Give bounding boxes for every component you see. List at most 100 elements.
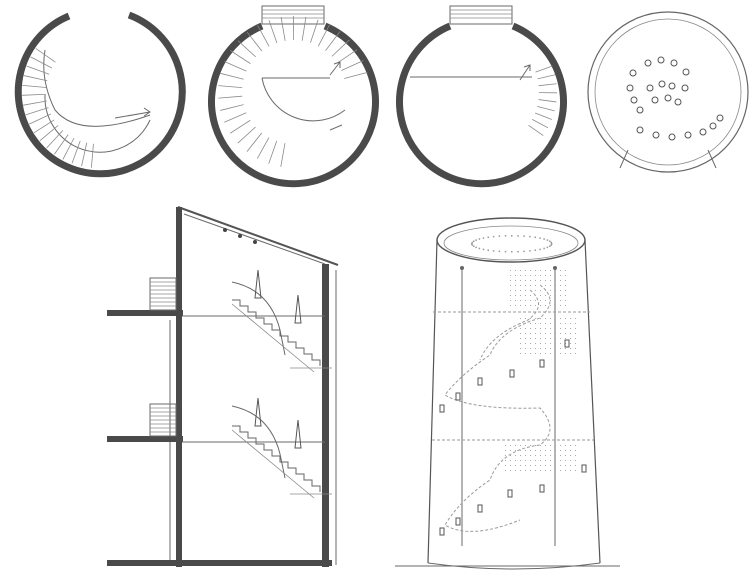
skylight — [681, 84, 689, 92]
stipple — [535, 338, 536, 339]
stipple — [545, 333, 546, 334]
stipple — [515, 460, 516, 461]
stipple — [560, 460, 561, 461]
stair-tread — [71, 140, 81, 164]
stipple — [565, 290, 566, 291]
skylight — [636, 106, 644, 114]
lamp-marker — [564, 339, 570, 348]
stipple — [549, 240, 551, 243]
stipple — [560, 300, 561, 301]
stipple — [546, 246, 549, 249]
stipple — [545, 348, 546, 349]
lamp-marker — [439, 527, 445, 536]
stipple — [520, 275, 521, 276]
stipple — [505, 465, 506, 466]
stipple — [560, 338, 561, 339]
stipple — [570, 333, 571, 334]
lamp-marker — [507, 489, 513, 498]
stipple — [511, 235, 513, 237]
stipple — [517, 235, 519, 237]
stipple — [492, 235, 495, 238]
stipple — [525, 328, 526, 329]
stipple — [530, 348, 531, 349]
stipple — [515, 290, 516, 291]
stair-treads — [528, 65, 557, 136]
ceiling-light — [238, 234, 242, 238]
stipple — [550, 333, 551, 334]
stipple — [515, 295, 516, 296]
stipple — [475, 246, 477, 249]
stipple — [523, 250, 525, 253]
stipple — [545, 290, 546, 291]
stipple — [570, 338, 571, 339]
stipple — [555, 270, 556, 271]
stipple — [555, 348, 556, 349]
stair-tread — [25, 107, 49, 116]
stipple — [530, 338, 531, 339]
stair-tread — [22, 93, 47, 96]
stipple — [525, 470, 526, 471]
stipple — [565, 270, 566, 271]
stipple — [560, 465, 561, 466]
stair-tread — [246, 132, 263, 152]
stair-tread — [62, 137, 75, 160]
stipple — [555, 338, 556, 339]
stipple — [520, 285, 521, 286]
stair-tread — [237, 40, 256, 58]
stipple — [555, 465, 556, 466]
stipple — [555, 300, 556, 301]
skylight — [670, 59, 678, 67]
stipple — [505, 470, 506, 471]
stair-treads — [22, 48, 94, 168]
stipple — [472, 240, 475, 243]
stair-tread — [33, 119, 55, 134]
stipple — [520, 465, 521, 466]
stair-tread — [28, 113, 52, 125]
stipple — [525, 343, 526, 344]
stipple — [565, 323, 566, 324]
stipple — [565, 455, 566, 456]
stipple — [575, 465, 576, 466]
stair-tread — [537, 74, 556, 80]
stipple — [550, 328, 551, 329]
stipple — [540, 295, 541, 296]
stipple — [525, 280, 526, 281]
stipple — [570, 348, 571, 349]
stipple — [540, 305, 541, 306]
stipple — [535, 295, 536, 296]
stipple — [545, 275, 546, 276]
stipple — [555, 470, 556, 471]
stair-tread — [257, 25, 270, 47]
stair-tread — [218, 95, 243, 99]
stipple — [525, 465, 526, 466]
direction-arrow — [519, 64, 531, 81]
lamp-marker — [539, 359, 545, 368]
stipple — [575, 318, 576, 319]
stipple — [555, 328, 556, 329]
stipple — [550, 348, 551, 349]
stair-tread — [534, 112, 552, 120]
stipple — [575, 348, 576, 349]
stipple — [545, 470, 546, 471]
stipple — [515, 275, 516, 276]
stipple — [525, 460, 526, 461]
stipple — [545, 450, 546, 451]
balcony-stair — [449, 5, 513, 25]
stipple — [535, 348, 536, 349]
stipple — [565, 328, 566, 329]
skylight — [668, 82, 676, 90]
stipple — [520, 328, 521, 329]
skylight — [684, 131, 692, 139]
stipple — [555, 290, 556, 291]
stipple — [510, 305, 511, 306]
tower-top-inner — [443, 225, 579, 261]
stipple — [525, 348, 526, 349]
tower-top-rim — [436, 217, 586, 263]
stipple — [505, 445, 506, 446]
stipple — [498, 250, 501, 253]
stipple — [550, 323, 551, 324]
stipple — [525, 353, 526, 354]
stipple — [540, 338, 541, 339]
stair-steps — [232, 425, 321, 492]
